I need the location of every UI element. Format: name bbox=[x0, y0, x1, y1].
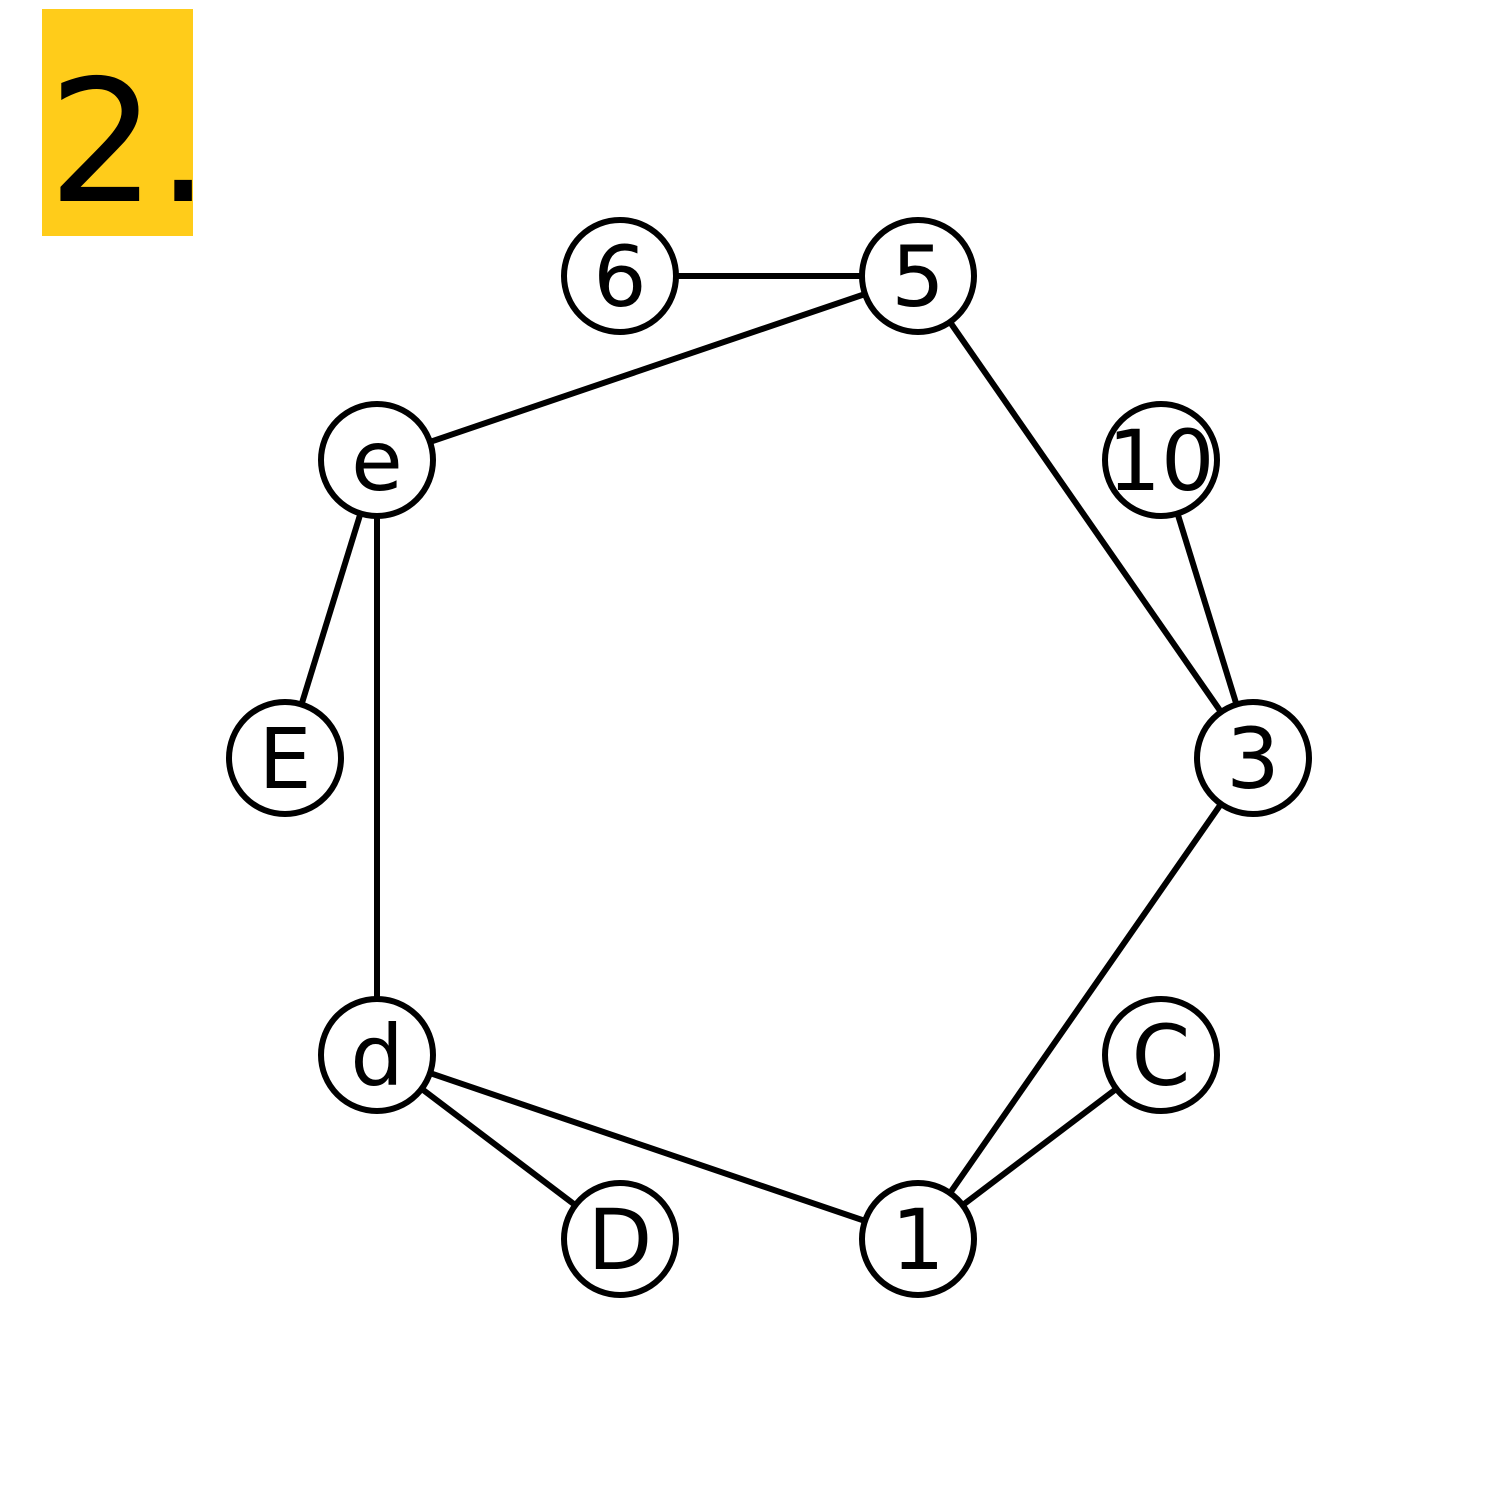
node-label: C bbox=[1132, 1007, 1191, 1105]
edge-3-1 bbox=[915, 756, 1256, 1241]
step-number-badge bbox=[42, 9, 193, 236]
node-circle bbox=[226, 699, 344, 817]
node-1: 1 bbox=[859, 1180, 977, 1298]
node-E: E bbox=[226, 699, 344, 817]
node-label: E bbox=[258, 710, 311, 808]
node-circle bbox=[1194, 699, 1312, 817]
edge-5-e bbox=[376, 273, 919, 463]
node-3: 3 bbox=[1194, 699, 1312, 817]
node-label: D bbox=[588, 1191, 653, 1289]
node-circle bbox=[561, 1180, 679, 1298]
node-C: C bbox=[1102, 996, 1220, 1114]
node-6: 6 bbox=[561, 217, 679, 335]
node-circle bbox=[1102, 996, 1220, 1114]
node-label: e bbox=[351, 412, 403, 510]
graph-nodes: 6 5 e 10E 3 d C D 1 bbox=[226, 217, 1312, 1298]
node-D: D bbox=[561, 1180, 679, 1298]
step-number-label: 2. bbox=[48, 44, 211, 242]
node-label: 1 bbox=[891, 1191, 944, 1289]
node-label: 6 bbox=[593, 228, 646, 326]
node-circle bbox=[859, 1180, 977, 1298]
node-label: 3 bbox=[1226, 710, 1279, 808]
node-label: d bbox=[350, 1007, 403, 1105]
node-circle bbox=[318, 996, 436, 1114]
node-circle bbox=[318, 401, 436, 519]
node-e: e bbox=[318, 401, 436, 519]
edge-d-1 bbox=[376, 1052, 919, 1242]
node-circle bbox=[561, 217, 679, 335]
node-label: 10 bbox=[1108, 412, 1215, 510]
edge-5-3 bbox=[915, 274, 1256, 760]
node-10: 10 bbox=[1102, 401, 1220, 519]
node-d: d bbox=[318, 996, 436, 1114]
node-label: 5 bbox=[891, 228, 944, 326]
node-circle bbox=[859, 217, 977, 335]
node-5: 5 bbox=[859, 217, 977, 335]
node-circle bbox=[1102, 401, 1220, 519]
